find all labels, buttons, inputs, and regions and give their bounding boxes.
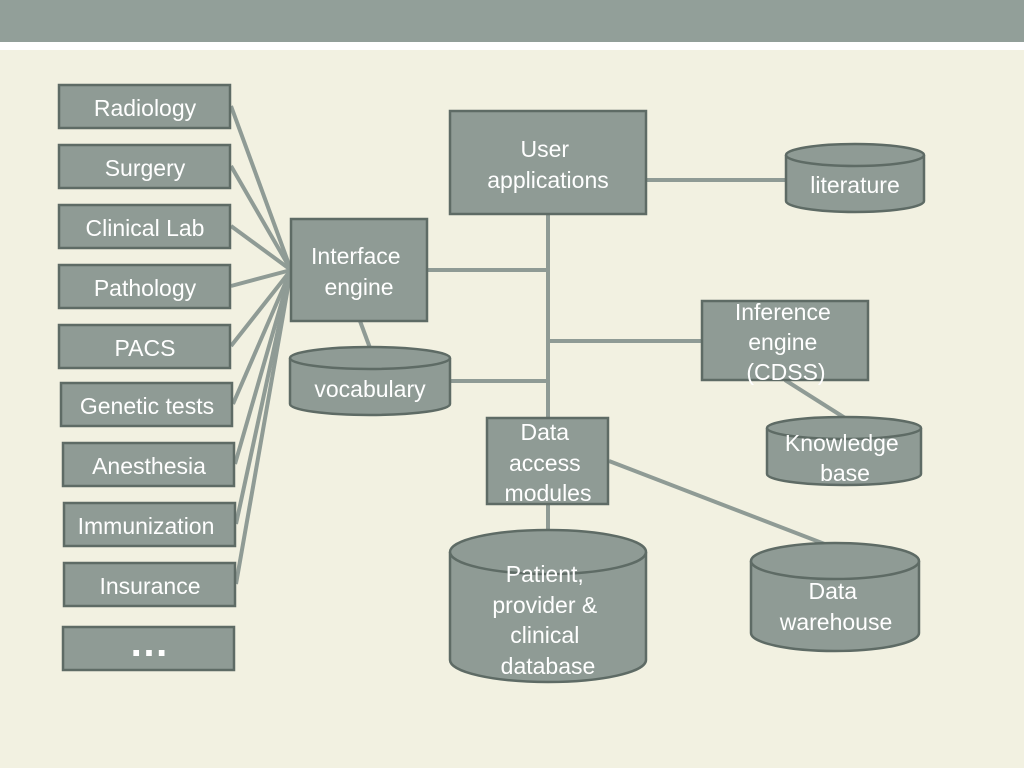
node-inference-engine-line-2: engine bbox=[748, 329, 817, 355]
store-vocabulary-label: vocabulary bbox=[314, 376, 426, 402]
connector-inference-to-knowledge bbox=[783, 378, 847, 420]
store-data-warehouse-line-2: warehouse bbox=[779, 609, 893, 635]
store-patient-database-line-3: clinical bbox=[510, 622, 579, 648]
connector-pathology bbox=[230, 268, 292, 288]
node-inference-engine-line-1: Inference bbox=[735, 299, 831, 325]
node-data-access-modules-line-2: access bbox=[509, 450, 581, 476]
node-inference-engine-line-3: (CDSS) bbox=[746, 359, 825, 385]
source-clinical-lab: Clinical Lab bbox=[57, 203, 232, 250]
node-data-access-modules-line-1: Data bbox=[521, 419, 570, 445]
source-radiology: Radiology bbox=[57, 83, 232, 130]
source-list: Radiology Surgery Clinical Lab Pathology… bbox=[57, 83, 237, 672]
connector-data-access-to-warehouse bbox=[608, 459, 836, 550]
connector-lines bbox=[229, 105, 847, 585]
source-surgery-label: Surgery bbox=[105, 155, 186, 181]
store-data-warehouse-label: Data warehouse bbox=[779, 578, 893, 635]
node-interface-engine-line-1: Interface bbox=[311, 243, 401, 269]
store-patient-database-line-4: database bbox=[501, 653, 596, 679]
store-data-warehouse: Data warehouse bbox=[749, 541, 921, 653]
source-insurance: Insurance bbox=[62, 561, 237, 608]
source-pathology-label: Pathology bbox=[94, 275, 197, 301]
source-immunization: Immunization bbox=[62, 501, 237, 548]
connector-pacs bbox=[229, 268, 293, 348]
connector-clinical-lab bbox=[229, 224, 293, 272]
node-user-applications-line-1: User bbox=[521, 136, 570, 162]
store-patient-database: Patient, provider & clinical database bbox=[448, 528, 648, 684]
store-vocabulary: vocabulary bbox=[288, 345, 452, 417]
title-bar-divider bbox=[0, 42, 1024, 50]
connector-radiology bbox=[229, 105, 293, 271]
store-literature-label: literature bbox=[810, 172, 899, 198]
source-pathology: Pathology bbox=[57, 263, 232, 310]
node-inference-engine: Inference engine (CDSS) bbox=[700, 299, 870, 385]
source-genetic-tests: Genetic tests bbox=[59, 381, 234, 428]
source-anesthesia-label: Anesthesia bbox=[92, 453, 206, 479]
node-interface-engine: Interface engine bbox=[289, 217, 429, 323]
source-pacs: PACS bbox=[57, 323, 232, 370]
source-more: … bbox=[61, 621, 236, 672]
node-interface-engine-label: Interface engine bbox=[311, 243, 407, 300]
connector-surgery bbox=[229, 165, 293, 271]
store-patient-database-label: Patient, provider & clinical database bbox=[492, 561, 603, 679]
node-user-applications: User applications bbox=[448, 109, 648, 216]
store-knowledge-base-line-2: base bbox=[820, 460, 870, 486]
store-knowledge-base: Knowledge base bbox=[765, 415, 923, 487]
node-data-access-modules: Data access modules bbox=[485, 416, 610, 506]
store-patient-database-line-2: provider & bbox=[492, 592, 597, 618]
node-user-applications-line-2: applications bbox=[487, 167, 608, 193]
store-data-warehouse-line-1: Data bbox=[809, 578, 858, 604]
node-inference-engine-label: Inference engine (CDSS) bbox=[735, 299, 837, 385]
connector-genetic-tests bbox=[231, 269, 293, 405]
node-data-access-modules-line-3: modules bbox=[505, 480, 592, 506]
source-radiology-label: Radiology bbox=[94, 95, 197, 121]
source-clinical-lab-label: Clinical Lab bbox=[86, 215, 205, 241]
store-patient-database-line-1: Patient, bbox=[506, 561, 584, 587]
source-more-label: … bbox=[129, 621, 169, 665]
connector-interface-to-vocabulary bbox=[358, 320, 372, 349]
source-anesthesia: Anesthesia bbox=[61, 441, 236, 488]
store-literature: literature bbox=[784, 142, 926, 214]
title-bar bbox=[0, 0, 1024, 42]
node-interface-engine-line-2: engine bbox=[324, 274, 393, 300]
node-user-applications-label: User applications bbox=[487, 136, 608, 193]
connector-insurance bbox=[234, 269, 293, 585]
connector-anesthesia bbox=[233, 269, 293, 465]
source-insurance-label: Insurance bbox=[99, 573, 200, 599]
source-genetic-tests-label: Genetic tests bbox=[80, 393, 214, 419]
store-knowledge-base-label: Knowledge base bbox=[785, 430, 905, 486]
store-knowledge-base-line-1: Knowledge bbox=[785, 430, 899, 456]
source-immunization-label: Immunization bbox=[78, 513, 215, 539]
source-pacs-label: PACS bbox=[115, 335, 176, 361]
node-data-access-modules-label: Data access modules bbox=[505, 419, 592, 506]
source-surgery: Surgery bbox=[57, 143, 232, 190]
